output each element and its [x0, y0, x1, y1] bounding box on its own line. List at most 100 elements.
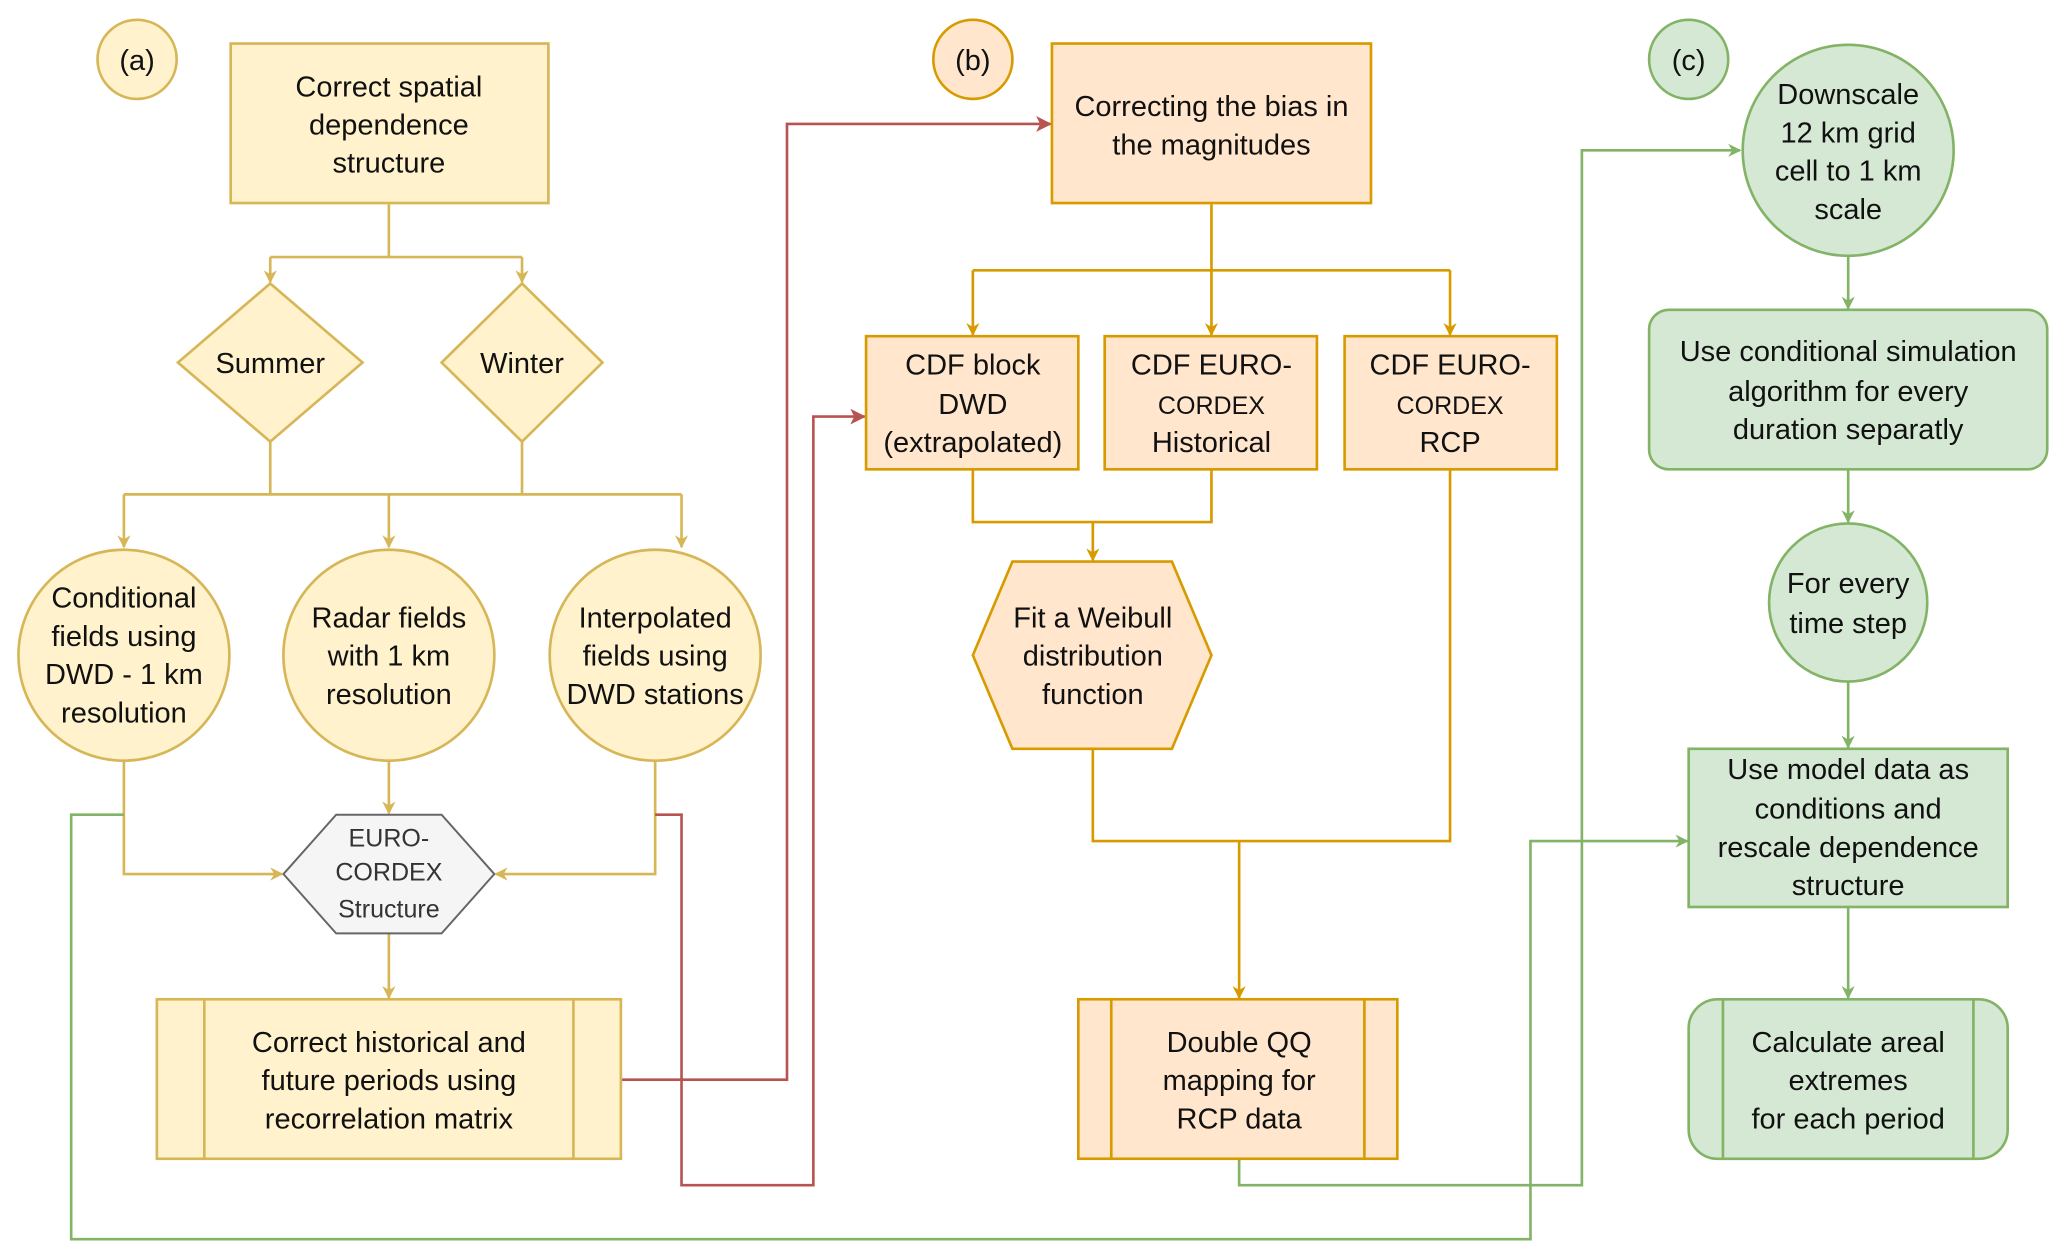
node-double-qq: Double QQ mapping for RCP data	[1077, 997, 1399, 1161]
edge-cdf-merge	[971, 469, 1213, 524]
edge-qq-to-downscale	[1237, 143, 1742, 1187]
node-label: Use conditional simulation	[1680, 336, 2017, 368]
node-shape	[96, 18, 178, 101]
node-shape	[175, 281, 365, 444]
node-shape	[971, 560, 1213, 751]
node-shape	[548, 548, 762, 762]
node-shape	[229, 42, 550, 205]
node-label: Summer	[215, 348, 325, 380]
node-correct-historical: Correct historical and future periods us…	[155, 997, 623, 1161]
node-label: CDF EURO-	[1131, 349, 1292, 381]
node-label: CORDEX	[1158, 392, 1265, 420]
node-label: with 1 km	[327, 641, 450, 673]
node-label: fields using	[583, 641, 728, 673]
node-correcting-bias: Correcting the bias in the magnitudes	[1050, 42, 1373, 205]
node-label: resolution	[326, 679, 452, 711]
node-conditional-fields: Conditional fields using DWD - 1 km reso…	[17, 548, 231, 762]
node-radar-fields: Radar fields with 1 km resolution	[282, 548, 496, 762]
node-correct-spatial: Correct spatial dependence structure	[229, 42, 550, 205]
node-shape	[1687, 747, 2009, 909]
node-every-time-step: For every time step	[1767, 522, 1929, 683]
node-label: mapping for	[1163, 1065, 1316, 1097]
node-label: extremes	[1789, 1065, 1908, 1097]
node-shape	[1647, 308, 2049, 471]
node-label: Downscale	[1777, 79, 1919, 111]
node-label: Winter	[480, 348, 564, 380]
panel-b-label: (b)	[931, 18, 1014, 101]
node-label: algorithm for every	[1728, 376, 1969, 408]
node-label: DWD	[938, 389, 1007, 421]
node-label: function	[1042, 679, 1144, 711]
node-label: Use model data as	[1727, 754, 1969, 786]
node-label: EURO-	[349, 824, 430, 852]
node-shape	[439, 281, 605, 444]
node-label: Correcting the bias in	[1074, 91, 1348, 123]
node-conditional-simulation: Use conditional simulation algorithm for…	[1647, 308, 2049, 471]
node-label: structure	[1792, 870, 1905, 902]
panel-c-label: (c)	[1647, 18, 1730, 101]
node-euro-cordex-structure: EURO- CORDEX Structure	[282, 813, 496, 935]
node-label: Calculate areal	[1751, 1027, 1944, 1059]
edge-interpolated-to-cdf	[655, 408, 867, 1187]
node-model-data: Use model data as conditions and rescale…	[1687, 747, 2009, 909]
node-label: CDF block	[905, 349, 1041, 381]
edge-seasons-merge	[123, 441, 682, 496]
edge-conditional-to-euro	[122, 760, 284, 881]
node-label: RCP	[1419, 427, 1480, 459]
node-label: 12 km grid	[1780, 117, 1915, 149]
node-label: CDF EURO-	[1370, 349, 1531, 381]
node-label: Conditional	[51, 583, 196, 615]
node-label: (b)	[955, 45, 990, 77]
node-label: rescale dependence	[1718, 832, 1979, 864]
node-label: the magnitudes	[1112, 129, 1310, 161]
node-cdf-historical: CDF EURO- CORDEX Historical	[1103, 334, 1319, 471]
node-label: Historical	[1152, 427, 1271, 459]
edge-interpolated-to-euro	[494, 760, 657, 881]
edge-b-split	[972, 204, 1451, 272]
node-shape	[1077, 997, 1399, 1161]
connector-line	[1721, 999, 1975, 1159]
node-label: RCP data	[1177, 1103, 1303, 1135]
node-label: cell to 1 km	[1775, 156, 1922, 188]
node-shape	[1050, 42, 1373, 205]
node-shape	[864, 334, 1080, 471]
connector-line	[1109, 999, 1366, 1159]
node-cdf-dwd: CDF block DWD (extrapolated)	[864, 334, 1080, 471]
node-label: recorrelation matrix	[265, 1103, 514, 1135]
node-label: Radar fields	[312, 603, 467, 635]
node-label: structure	[332, 148, 445, 180]
node-label: For every	[1787, 568, 1910, 600]
node-label: (a)	[119, 45, 154, 77]
node-shape	[1343, 334, 1559, 471]
node-fit-weibull: Fit a Weibull distribution function	[971, 560, 1213, 751]
node-label: DWD - 1 km	[45, 659, 203, 691]
node-label: scale	[1814, 194, 1882, 226]
node-label: Correct historical and	[252, 1027, 526, 1059]
node-summer: Summer	[175, 281, 365, 444]
node-label: Double QQ	[1167, 1027, 1312, 1059]
node-shape	[282, 548, 496, 762]
node-label: duration separatly	[1733, 414, 1964, 446]
node-shape	[282, 813, 496, 935]
node-label: CORDEX	[335, 859, 442, 887]
node-cdf-rcp: CDF EURO- CORDEX RCP	[1343, 334, 1559, 471]
node-interpolated-fields: Interpolated fields using DWD stations	[548, 548, 762, 762]
connector-line	[203, 999, 575, 1159]
node-label: Fit a Weibull	[1013, 603, 1172, 635]
edge-weibull-rcp-merge	[1091, 469, 1452, 843]
node-downscale: Downscale 12 km grid cell to 1 km scale	[1741, 43, 1955, 258]
node-winter: Winter	[439, 281, 605, 444]
edge-correct-to-bias	[620, 116, 1052, 1081]
node-areal-extremes: Calculate areal extremes for each period	[1687, 997, 2009, 1161]
node-label: CORDEX	[1397, 392, 1504, 420]
node-shape	[1687, 997, 2009, 1161]
node-label: distribution	[1023, 641, 1163, 673]
node-shape	[155, 997, 623, 1161]
node-shape	[1647, 18, 1730, 101]
edge-a-split	[270, 204, 523, 259]
node-label: fields using	[51, 621, 196, 653]
connectors	[69, 116, 1855, 1241]
node-label: Interpolated	[579, 603, 732, 635]
node-shape	[931, 18, 1014, 101]
